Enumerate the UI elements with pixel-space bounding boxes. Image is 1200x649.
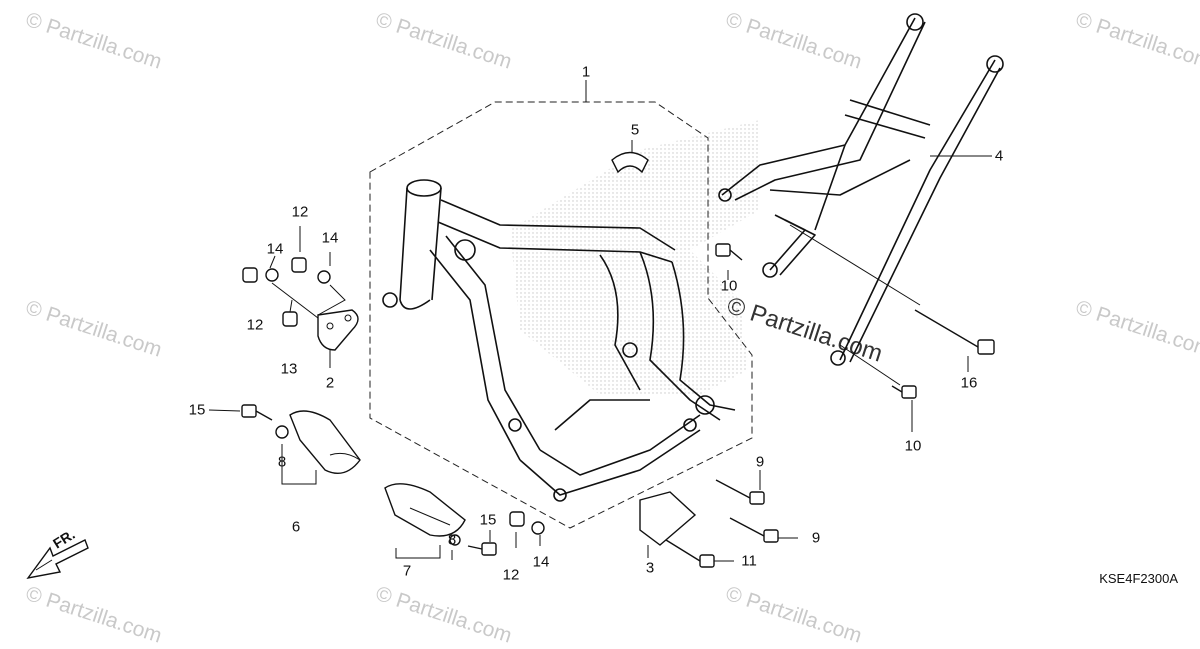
callout-4[interactable]: 4 [994, 147, 1004, 165]
leader-lines [208, 80, 992, 562]
callout-12[interactable]: 12 [246, 316, 264, 334]
main-frame [382, 179, 736, 502]
callout-9[interactable]: 9 [755, 453, 765, 471]
parts-diagram: © Partzilla.com © Partzilla.com © Partzi… [23, 8, 1200, 648]
engine-hanger-plate-lower [639, 491, 697, 546]
callout-12[interactable]: 12 [291, 203, 309, 221]
callout-12[interactable]: 12 [502, 566, 520, 584]
callout-5[interactable]: 5 [630, 121, 640, 139]
callout-14[interactable]: 14 [532, 553, 550, 571]
callout-1[interactable]: 1 [581, 63, 591, 81]
callout-11[interactable]: 11 [741, 552, 757, 570]
callout-3[interactable]: 3 [645, 559, 655, 577]
callout-10[interactable]: 10 [904, 437, 922, 455]
callout-15[interactable]: 15 [188, 401, 206, 419]
engine-hanger-plate-upper [317, 309, 359, 351]
callout-8[interactable]: 8 [447, 531, 457, 549]
frame-guard-left [384, 483, 466, 537]
callout-7[interactable]: 7 [402, 562, 412, 580]
frame-shading [510, 120, 760, 395]
callout-9[interactable]: 9 [811, 529, 821, 547]
callout-16[interactable]: 16 [960, 374, 978, 392]
callout-2[interactable]: 2 [325, 374, 335, 392]
front-direction-arrow [26, 539, 89, 580]
callout-8[interactable]: 8 [277, 453, 287, 471]
collar [611, 151, 649, 174]
callout-6[interactable]: 6 [291, 518, 301, 536]
callout-10[interactable]: 10 [720, 277, 738, 295]
rear-subframe [718, 13, 1004, 366]
callout-15[interactable]: 15 [479, 511, 497, 529]
callout-13[interactable]: 13 [280, 360, 298, 378]
diagram-drawing [26, 13, 1004, 580]
fasteners [241, 243, 995, 568]
callout-14[interactable]: 14 [321, 229, 339, 247]
callout-14[interactable]: 14 [266, 240, 284, 258]
diagram-code: KSE4F2300A [1099, 571, 1178, 586]
frame-guard-right [289, 410, 361, 474]
